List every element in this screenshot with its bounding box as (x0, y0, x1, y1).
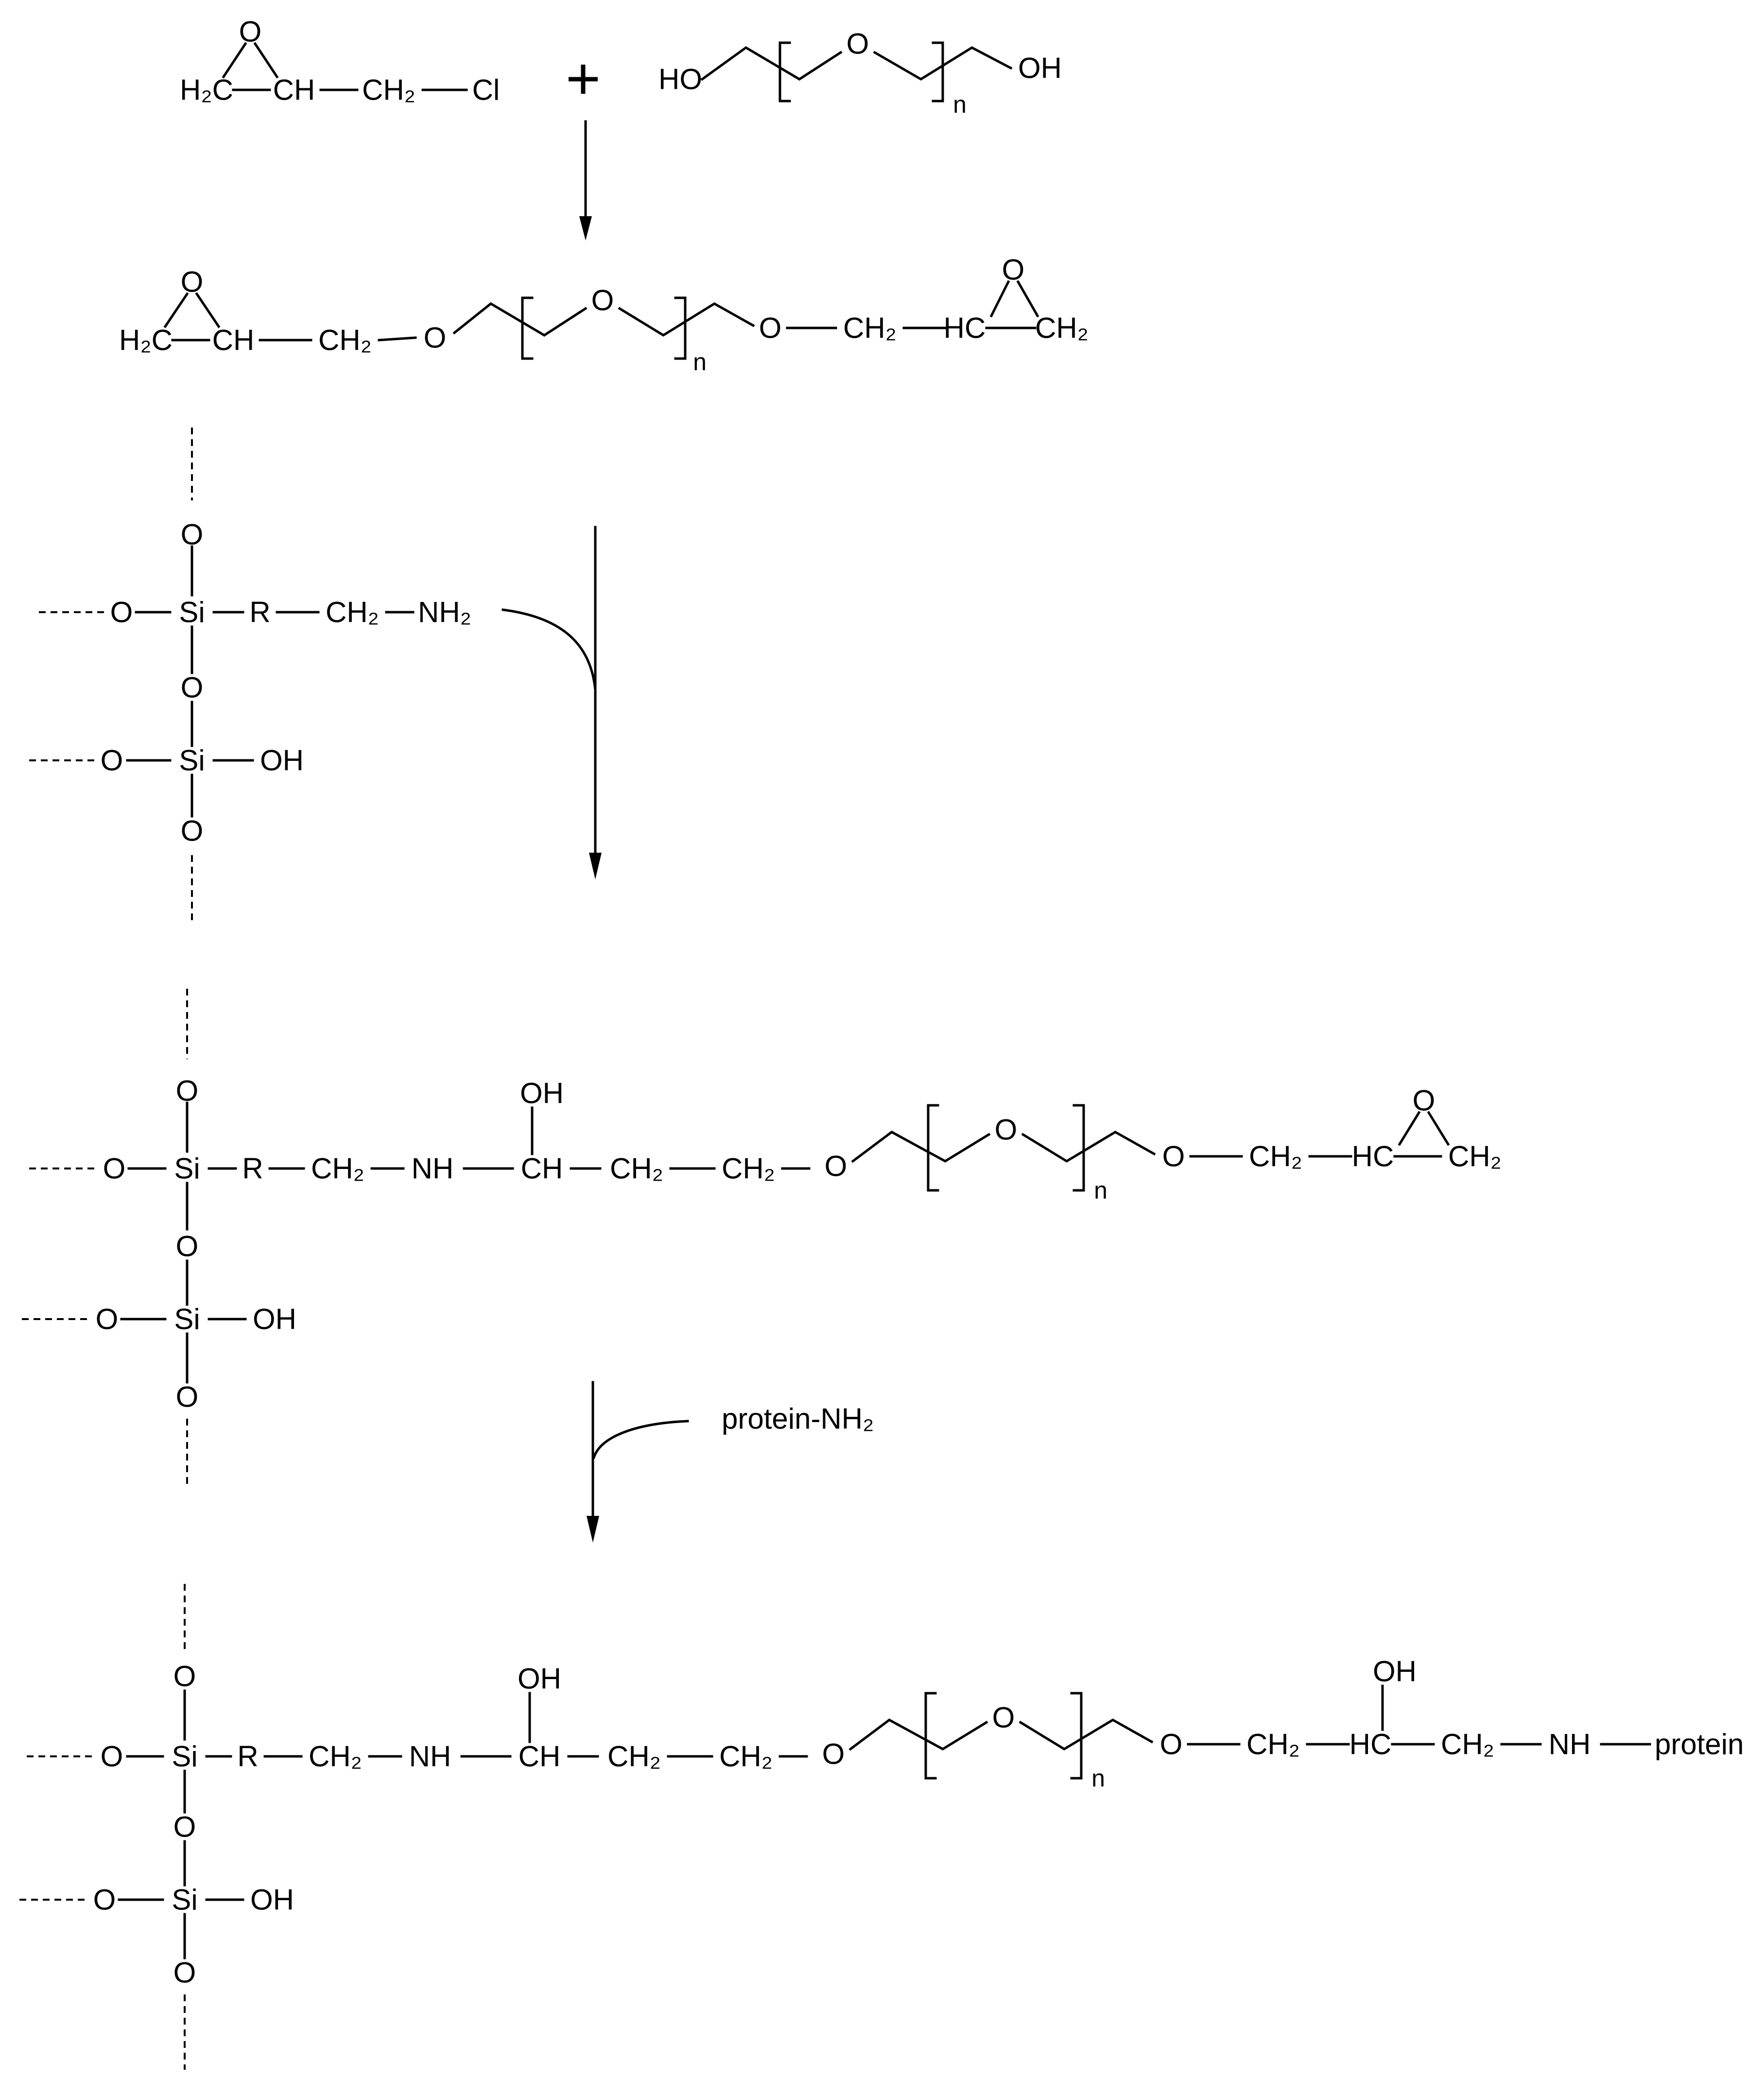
atom-label: O (181, 518, 204, 551)
atom-label: O (181, 815, 204, 847)
atom-label: O (101, 744, 123, 777)
atom-label: O (173, 1811, 196, 1843)
atom-label: O (825, 1150, 847, 1183)
protein-peg-silica: O O Si R CH₂ NH CH OH CH₂ CH₂ O O n O CH… (19, 1584, 1744, 2070)
atom-label: Si (179, 596, 205, 629)
epichlorohydrin: O H₂C CH CH₂ Cl (180, 16, 500, 106)
atom-label: H₂C (119, 324, 173, 357)
atom-label: OH (260, 744, 304, 777)
atom-label: CH₂ (843, 312, 897, 344)
atom-label: O (1160, 1728, 1183, 1761)
atom-label: NH (1549, 1728, 1591, 1761)
atom-label: CH (212, 324, 255, 357)
atom-label: HC (1349, 1728, 1392, 1761)
atom-label: OH (253, 1303, 296, 1336)
atom-label: R (237, 1740, 258, 1773)
atom-label: R (249, 596, 270, 629)
reaction-arrow-1 (579, 120, 592, 240)
atom-label: O (239, 16, 262, 48)
atom-label: O (822, 1738, 845, 1770)
atom-label: OH (250, 1884, 294, 1916)
reaction-arrow-3: protein-NH₂ (587, 1381, 874, 1543)
atom-label: O (176, 1230, 199, 1263)
repeat-subscript: n (693, 348, 707, 376)
atom-label: Si (174, 1152, 200, 1185)
atom-label: O (992, 1701, 1015, 1734)
atom-label: CH₂ (326, 596, 379, 629)
atom-label: CH₂ (1448, 1140, 1502, 1173)
atom-label: R (242, 1152, 263, 1185)
atom-label: OH (520, 1077, 564, 1110)
atom-label: NH (409, 1740, 451, 1773)
atom-label: Cl (472, 74, 500, 106)
atom-label: CH (273, 74, 315, 106)
epoxy-peg-silica: O O Si R CH₂ NH CH OH CH₂ CH₂ O O n O CH… (22, 989, 1502, 1487)
protein-label: protein (1655, 1728, 1744, 1761)
peg-diglycidyl-ether: O H₂C CH CH₂ O O n O CH₂ HC O CH₂ (119, 254, 1089, 376)
atom-label: NH (412, 1152, 454, 1185)
atom-label: Si (172, 1884, 197, 1916)
reaction-arrow-2 (502, 526, 602, 879)
atom-label: Si (179, 744, 205, 777)
atom-label: NH₂ (418, 596, 471, 629)
repeat-subscript: n (1094, 1177, 1107, 1204)
atom-label: O (176, 1075, 199, 1107)
atom-label: CH₂ (362, 74, 415, 106)
atom-label: O (181, 266, 204, 298)
atom-label: CH₂ (722, 1152, 775, 1185)
atom-label: CH₂ (1249, 1140, 1302, 1173)
atom-label: HO (658, 63, 702, 96)
atom-label: CH (521, 1152, 563, 1185)
atom-label: CH₂ (719, 1740, 773, 1773)
plus-sign (569, 65, 598, 94)
atom-label: O (424, 322, 447, 354)
atom-label: O (181, 671, 204, 704)
atom-label: O (176, 1381, 199, 1413)
atom-label: Si (172, 1740, 197, 1773)
atom-label: O (995, 1114, 1018, 1146)
atom-label: O (1413, 1084, 1435, 1117)
atom-label: O (96, 1303, 119, 1336)
atom-label: OH (1373, 1655, 1417, 1688)
atom-label: O (110, 596, 133, 629)
atom-label: CH (519, 1740, 561, 1773)
repeat-subscript: n (1091, 1765, 1105, 1792)
atom-label: HC (1352, 1140, 1394, 1173)
atom-label: O (759, 312, 782, 344)
atom-label: OH (1018, 52, 1062, 85)
polyethylene-glycol: HO O OH n (658, 28, 1062, 119)
atom-label: CH₂ (1441, 1728, 1494, 1761)
atom-label: HC (944, 312, 986, 344)
atom-label: CH₂ (1246, 1728, 1300, 1761)
repeat-subscript: n (953, 91, 967, 118)
atom-label: CH₂ (318, 324, 372, 357)
atom-label: Si (174, 1303, 200, 1336)
atom-label: CH₂ (607, 1740, 661, 1773)
atom-label: O (93, 1884, 116, 1916)
aminopropyl-silica: O O Si R CH₂ NH₂ O O Si OH O (29, 428, 471, 923)
atom-label: CH₂ (311, 1152, 364, 1185)
atom-label: O (1002, 254, 1025, 286)
atom-label: O (847, 28, 869, 60)
atom-label: CH₂ (1035, 312, 1089, 344)
atom-label: O (103, 1152, 126, 1185)
reagent-label: protein-NH₂ (722, 1403, 874, 1435)
atom-label: CH₂ (610, 1152, 663, 1185)
atom-label: O (173, 1660, 196, 1693)
atom-label: O (173, 1957, 196, 1989)
atom-label: O (1162, 1140, 1185, 1173)
atom-label: O (101, 1740, 123, 1773)
atom-label: CH₂ (309, 1740, 362, 1773)
atom-label: O (591, 284, 614, 317)
atom-label: H₂C (180, 74, 233, 106)
atom-label: OH (518, 1663, 561, 1695)
